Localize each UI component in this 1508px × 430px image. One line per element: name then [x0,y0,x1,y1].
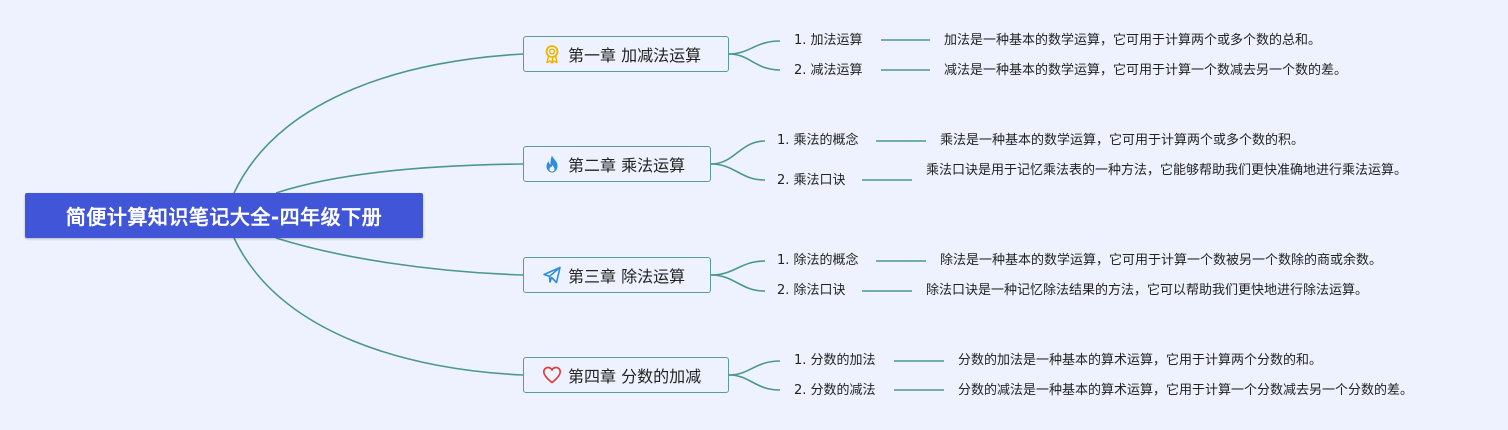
chapter-2-item-2-description[interactable]: 乘法口诀是用于记忆乘法表的一种方法，它能够帮助我们更快准确地进行乘法运算。 [926,163,1408,178]
chapter-3-item-2-description[interactable]: 除法口诀是一种记忆除法结果的方法，它可以帮助我们更快地进行除法运算。 [926,283,1369,298]
link-root-ch2 [275,163,524,194]
chapter-4-item-1-description[interactable]: 分数的加法是一种基本的算术运算，它用于计算两个分数的和。 [958,353,1323,368]
chapter-3-item-1[interactable]: 1. 除法的概念 [777,253,859,268]
chapter-1-item-1-description[interactable]: 加法是一种基本的数学运算，它可用于计算两个或多个数的总和。 [944,33,1322,48]
chapter-2-item-2[interactable]: 2. 乘法口诀 [777,173,846,188]
link-ch1-item1 [728,40,781,55]
root-topic[interactable]: 简便计算知识笔记大全-四年级下册 [25,193,423,238]
chapter-1-title: 第一章 加减法运算 [568,46,702,65]
link-ch2-item1 [710,140,766,165]
chapter-4-item-1[interactable]: 1. 分数的加法 [794,353,876,368]
chapter-3-node[interactable]: 第三章 除法运算 [523,257,711,293]
chapter-3-item-2[interactable]: 2. 除法口诀 [777,283,846,298]
link-root-ch4 [233,237,524,376]
chapter-3-title: 第三章 除法运算 [568,267,686,286]
chapter-4-item-2[interactable]: 2. 分数的减法 [794,383,876,398]
link-ch3-item2 [710,274,766,292]
chapter-2-item-1-description[interactable]: 乘法是一种基本的数学运算，它可用于计算两个或多个数的积。 [940,133,1305,148]
link-root-ch1 [233,53,524,194]
chapter-2-title: 第二章 乘法运算 [568,156,686,175]
chapter-4-item-2-description[interactable]: 分数的减法是一种基本的算术运算，它用于计算一个分数减去另一个分数的差。 [958,383,1414,398]
heart-icon [542,365,562,385]
link-root-ch3 [275,237,524,276]
chapter-1-item-1[interactable]: 1. 加法运算 [794,33,863,48]
award-ribbon-icon [542,44,562,64]
paper-plane-icon [542,265,562,285]
link-ch2-item2 [710,163,766,181]
chapter-1-item-2[interactable]: 2. 减法运算 [794,63,863,78]
chapter-1-node[interactable]: 第一章 加减法运算 [523,36,729,72]
link-ch4-item2 [728,374,781,391]
chapter-2-item-1[interactable]: 1. 乘法的概念 [777,133,859,148]
chapter-1-item-2-description[interactable]: 减法是一种基本的数学运算，它可用于计算一个数减去另一个数的差。 [944,63,1348,78]
flame-icon [542,154,562,174]
link-ch4-item1 [728,360,781,376]
link-ch1-item2 [728,53,781,71]
chapter-4-node[interactable]: 第四章 分数的加减 [523,357,729,393]
link-ch3-item1 [710,260,766,276]
root-title: 简便计算知识笔记大全-四年级下册 [65,205,383,229]
chapter-3-item-1-description[interactable]: 除法是一种基本的数学运算，它可用于计算一个数被另一个数除的商或余数。 [940,253,1383,268]
chapter-4-title: 第四章 分数的加减 [568,367,702,386]
chapter-2-node[interactable]: 第二章 乘法运算 [523,146,711,182]
